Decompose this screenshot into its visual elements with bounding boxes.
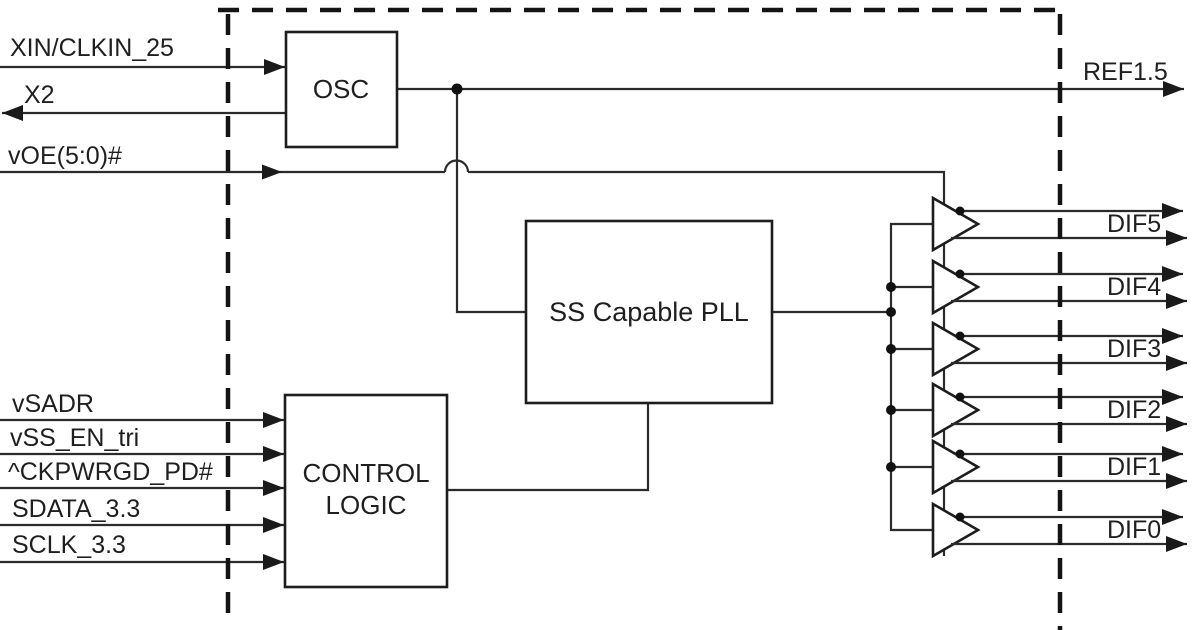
pin-label-sdata: SDATA_3.3 <box>12 495 140 523</box>
wires <box>0 59 1184 570</box>
dif0-label: DIF0 <box>1107 516 1161 544</box>
control-logic-block <box>283 393 449 589</box>
pin-label-vss-en-tri: vSS_EN_tri <box>10 424 139 452</box>
buffer-triangle-icon <box>931 381 981 439</box>
function-blocks: OSC SS Capable PLL CONTROL LOGIC <box>283 30 774 589</box>
buffer-triangle-icon <box>931 195 981 253</box>
dif5-buffer: DIF5 <box>931 195 1187 253</box>
dif1-buffer: DIF1 <box>931 438 1187 496</box>
buffer-out-dot <box>955 331 965 341</box>
dif5-label: DIF5 <box>1107 210 1161 238</box>
pll-label: SS Capable PLL <box>549 297 749 327</box>
pin-label-x2: X2 <box>24 81 55 109</box>
pin-label-sclk: SCLK_3.3 <box>12 531 126 559</box>
junction-dot-pll <box>886 307 896 317</box>
buffer-triangle-icon <box>931 320 981 378</box>
junction-dot-dif2 <box>886 405 896 415</box>
pll-block <box>524 219 774 405</box>
buffer-triangle-icon <box>931 501 981 559</box>
output-buffers: DIF5 DIF4 DIF3 DIF2 <box>931 195 1187 559</box>
osc-block <box>284 30 399 149</box>
dif2-label: DIF2 <box>1107 396 1161 424</box>
junction-dot-dif1 <box>886 462 896 472</box>
pin-label-voe: vOE(5:0)# <box>8 142 122 170</box>
pin-label-ref: REF1.5 <box>1083 58 1168 86</box>
voe-arrowhead <box>262 164 282 180</box>
dif0-buffer: DIF0 <box>931 501 1187 559</box>
pin-labels: XIN/CLKIN_25 X2 vOE(5:0)# vSADR vSS_EN_t… <box>8 34 1168 559</box>
dif3-label: DIF3 <box>1107 335 1161 363</box>
buffer-out-dot <box>955 449 965 459</box>
junction-dot-dif3 <box>886 344 896 354</box>
buffer-out-dot <box>955 269 965 279</box>
wire-voe-enable <box>0 159 946 556</box>
buffer-out-dot <box>955 512 965 522</box>
dif4-buffer: DIF4 <box>931 258 1187 316</box>
dif4-label: DIF4 <box>1107 273 1161 301</box>
buffer-out-dot <box>955 392 965 402</box>
pin-label-vsadr: vSADR <box>12 390 94 418</box>
pin-label-xin-clkin: XIN/CLKIN_25 <box>10 34 174 62</box>
pin-label-ckpwrgd-pd: ^CKPWRGD_PD# <box>8 458 213 486</box>
junction-dot-dif4 <box>886 282 896 292</box>
junction-dot-osc-out <box>451 83 463 95</box>
buffer-triangle-icon <box>931 258 981 316</box>
control-logic-label-line1: CONTROL <box>302 458 429 488</box>
dif2-buffer: DIF2 <box>931 381 1187 439</box>
chip-boundary <box>218 7 1063 630</box>
wire-osc-to-pll <box>455 89 526 314</box>
dif1-label: DIF1 <box>1107 453 1161 481</box>
wire-fanout-bus <box>889 222 933 532</box>
wire-control-to-pll <box>447 403 650 492</box>
osc-label: OSC <box>313 74 369 104</box>
buffer-triangle-icon <box>931 438 981 496</box>
buffer-out-dot <box>955 206 965 216</box>
dif3-buffer: DIF3 <box>931 320 1187 378</box>
control-logic-label-line2: LOGIC <box>326 490 407 520</box>
